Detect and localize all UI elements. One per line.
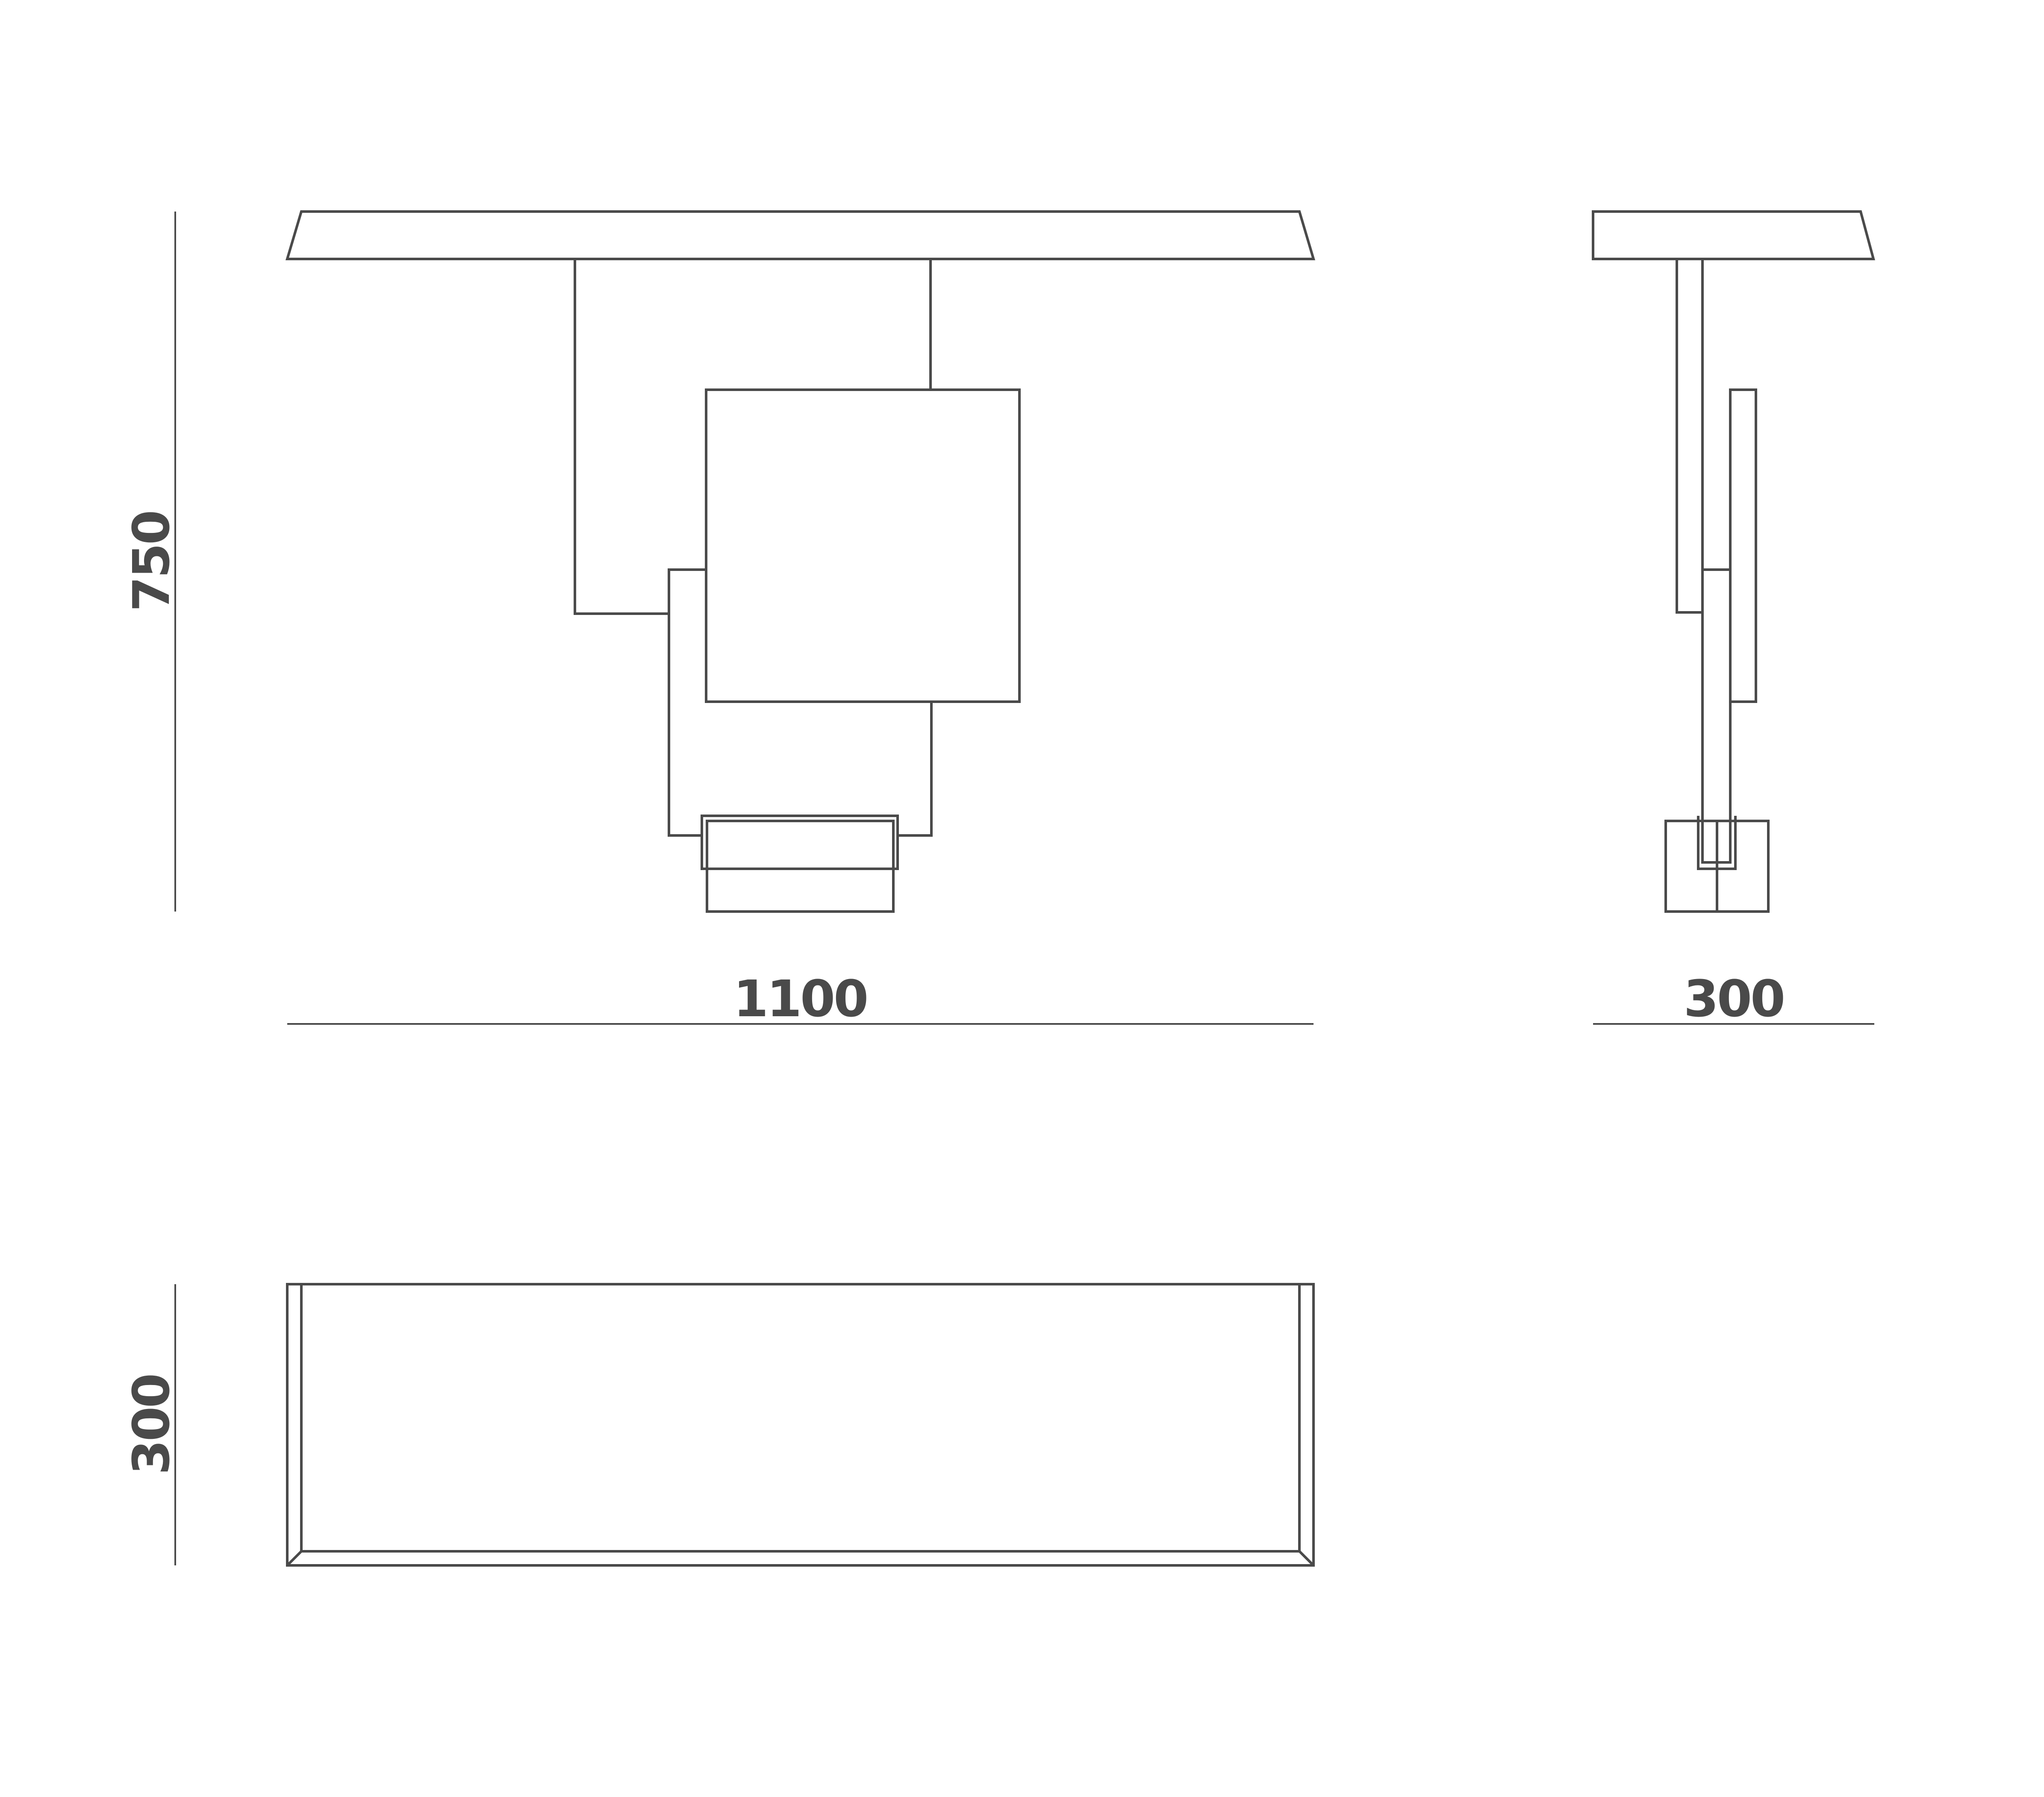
side-tabletop	[1592, 210, 1875, 260]
front-square-panel	[705, 388, 1021, 703]
front-tabletop	[285, 210, 1316, 260]
side-view	[1592, 210, 1875, 913]
front-lower-right-frame	[898, 702, 933, 837]
front-base-block	[706, 820, 895, 913]
dim-label-top-depth: 300	[122, 1375, 181, 1475]
dim-label-front-height: 750	[122, 512, 181, 612]
side-panel	[1729, 388, 1757, 703]
top-chamfer-right	[1298, 1550, 1315, 1567]
dim-label-front-width: 1100	[733, 969, 867, 1028]
top-chamfer-left	[286, 1550, 303, 1567]
front-view	[285, 210, 1316, 913]
top-view	[286, 1283, 1315, 1567]
side-base-left	[1664, 820, 1718, 913]
side-back-leg	[1676, 259, 1704, 614]
top-outer	[286, 1283, 1315, 1567]
side-base-right	[1716, 820, 1770, 913]
dim-label-side-depth: 300	[1684, 969, 1784, 1028]
front-lower-left-frame	[668, 568, 706, 837]
side-mid-frame	[1701, 568, 1732, 864]
top-inner	[300, 1284, 1301, 1553]
front-left-leg	[574, 259, 669, 615]
front-base-outer	[701, 815, 899, 870]
